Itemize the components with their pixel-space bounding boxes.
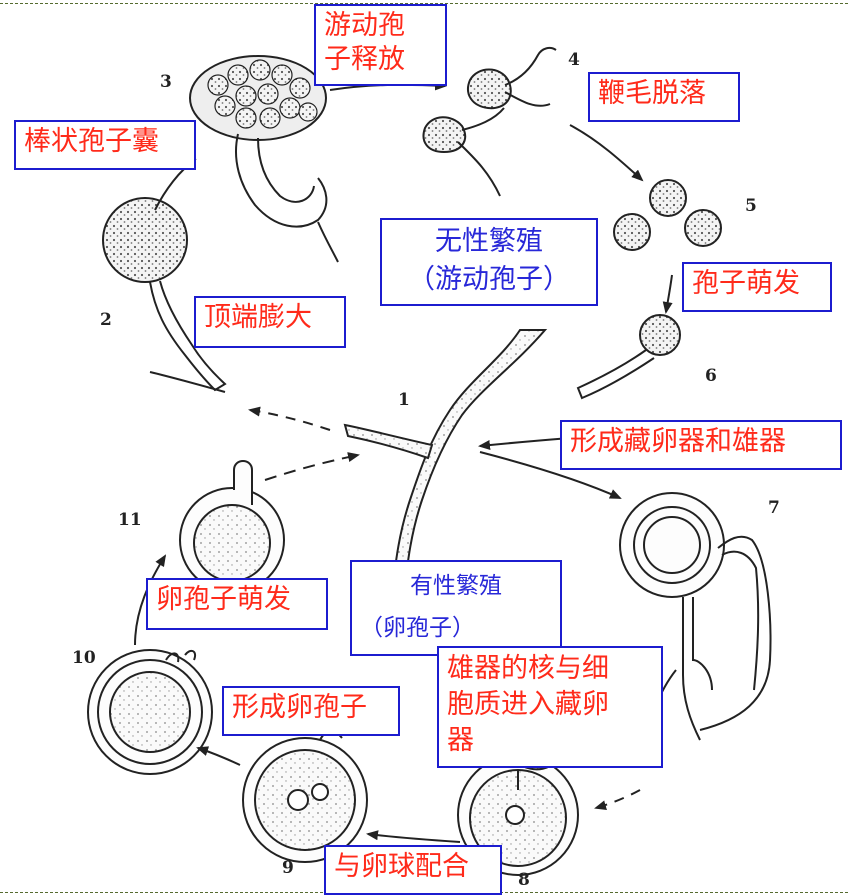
- arrow-1-to-7: [479, 451, 622, 499]
- stage-10-oospore: [87, 649, 213, 775]
- label-zoospore-release: 游动孢 子释放: [314, 4, 447, 86]
- stage-5-cysts: [613, 179, 722, 251]
- arrow-7-to-8: [594, 789, 641, 811]
- stage-number-7: 7: [768, 498, 780, 518]
- arrow-11-to-1: [264, 452, 360, 481]
- stage-4-zoospores: [422, 46, 557, 197]
- label-asexual-reproduction: 无性繁殖 （游动孢子）: [380, 218, 598, 306]
- label-apex-swelling: 顶端膨大: [194, 296, 346, 348]
- label-nucleus-enter: 雄器的核与细 胞质进入藏卵 器: [437, 646, 663, 768]
- stage-number-4: 4: [568, 50, 580, 70]
- stage-number-11: 11: [118, 510, 142, 530]
- label-nucleus-enter-line-2: 胞质进入藏卵: [447, 689, 609, 720]
- label-nucleus-enter-line-3: 器: [447, 725, 474, 756]
- label-asexual-title: 无性繁殖: [435, 226, 543, 257]
- stage-number-1: 1: [398, 390, 410, 410]
- arrow-5-to-6: [662, 274, 673, 314]
- stage-number-8: 8: [518, 870, 530, 890]
- label-zoospore-release-line-1: 游动孢: [324, 10, 405, 41]
- label-form-organs: 形成藏卵器和雄器: [560, 420, 842, 470]
- label-sexual-reproduction: 有性繁殖 （卵孢子）: [350, 560, 562, 656]
- stage-number-3: 3: [160, 72, 172, 92]
- top-dashed-border: [0, 3, 848, 4]
- stage-3-sporangium: [189, 55, 339, 263]
- arrow-10-to-11: [134, 554, 167, 646]
- stage-11-oospore-germination: [179, 460, 285, 593]
- stage-number-6: 6: [705, 366, 717, 386]
- label-nucleus-enter-line-1: 雄器的核与细: [447, 653, 609, 684]
- stage-2-swollen-tip: [102, 197, 227, 393]
- stage-7-oogonium-antheridium: [619, 492, 772, 761]
- stage-number-2: 2: [100, 310, 112, 330]
- arrow-1-to-2: [248, 406, 331, 431]
- label-flagella-drop: 鞭毛脱落: [588, 72, 740, 122]
- arrow-6-to-1: [478, 437, 571, 450]
- stage-number-5: 5: [745, 196, 757, 216]
- arrow-9-to-10: [196, 746, 241, 766]
- label-zoospore-release-line-2: 子释放: [324, 44, 405, 75]
- label-form-oospore: 形成卵孢子: [222, 686, 400, 736]
- stage-9-oospore-forming: [242, 730, 368, 863]
- label-fertilization: 与卵球配合: [324, 845, 502, 895]
- label-spore-germination: 孢子萌发: [682, 262, 832, 312]
- label-sexual-title: 有性繁殖: [410, 573, 502, 599]
- arrow-8-to-9: [366, 830, 461, 843]
- stage-6-germination: [576, 314, 681, 400]
- stage-number-9: 9: [282, 858, 294, 878]
- label-asexual-subtitle: （游动孢子）: [408, 264, 570, 295]
- label-oospore-germination: 卵孢子萌发: [146, 578, 328, 630]
- label-club-sporangium: 棒状孢子囊: [14, 120, 196, 170]
- arrow-4-to-5: [569, 124, 644, 182]
- stage-number-10: 10: [72, 648, 96, 668]
- label-sexual-subtitle: （卵孢子）: [360, 615, 475, 641]
